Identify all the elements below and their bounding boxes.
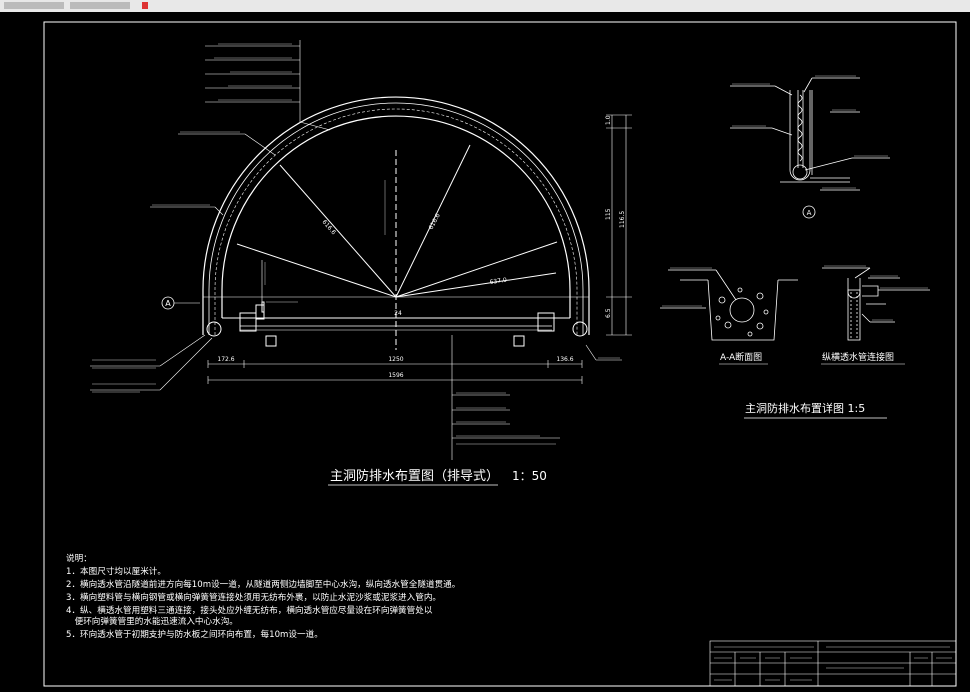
callout-leaders: [90, 40, 622, 460]
section-aa-title: A-A断面图: [720, 351, 762, 363]
detail-a-annotations: [732, 75, 888, 189]
marker-label: A: [165, 299, 171, 308]
toolbar-tab[interactable]: [70, 2, 130, 9]
dim-text: 6.5: [605, 308, 612, 318]
joint-detail: [822, 267, 930, 341]
dim-text: 172.6: [217, 356, 234, 363]
window-toolbar: [0, 0, 970, 12]
notes-header: 说明：: [66, 552, 92, 564]
title-block: [709, 640, 957, 687]
dim-text: 1596: [388, 372, 403, 379]
dim-text: 136.6: [556, 356, 573, 363]
section-aa: [660, 269, 798, 341]
dim-text: 1250: [388, 356, 403, 363]
section-marker-a: A: [161, 296, 200, 310]
note-line: 3．横向塑料管与横向钢管或横向弹簧管连接处须用无纺布外裹，以防止水泥沙浆或泥浆进…: [66, 591, 441, 603]
title-block-text: [714, 646, 952, 681]
tiny-annotation-text: [92, 43, 620, 445]
note-line: 4．纵、横透水管用塑料三通连接，接头处应外缠无纺布，横向透水管应尽量设在环向弹簧…: [66, 604, 433, 616]
drawing-frame: [43, 21, 957, 687]
joint-annotations: [824, 265, 928, 321]
detail-title: 主洞防排水布置详图 1:5: [745, 401, 865, 415]
note-line: 1．本图尺寸均以厘米计。: [66, 565, 166, 577]
main-scale: 1：50: [512, 469, 547, 483]
toolbar-tab[interactable]: [4, 2, 64, 9]
detail-a: [730, 77, 890, 219]
dim-text: 116.5: [619, 211, 626, 228]
dim-text: 637.0: [489, 277, 507, 286]
main-title: 主洞防排水布置图（排导式）: [330, 468, 499, 484]
section-aa-annotations: [662, 267, 712, 307]
dim-text: 115: [605, 208, 612, 220]
close-icon[interactable]: [142, 2, 148, 9]
dim-text: 24: [394, 310, 402, 317]
notes: 说明： 1．本图尺寸均以厘米计。 2．横向透水管沿隧道前进方向每10m设一道，从…: [66, 552, 460, 640]
dim-text: 1.0: [605, 115, 612, 125]
joint-title: 纵横透水管连接图: [822, 351, 894, 363]
tunnel-section: [202, 96, 590, 350]
note-line: 2．横向透水管沿隧道前进方向每10m设一道，从隧道两侧边墙脚至中心水沟，纵向透水…: [66, 578, 460, 590]
note-line: 5．环向透水管于初期支护与防水板之间环向布置，每10m设一道。: [66, 628, 323, 640]
dim-text: 616.6: [428, 212, 442, 231]
dimension-lines: [207, 114, 632, 384]
dim-text: 616.6: [320, 219, 337, 237]
note-line: 便环向弹簧管里的水能迅速流入中心水沟。: [66, 615, 238, 627]
detail-a-marker: A: [807, 209, 812, 217]
